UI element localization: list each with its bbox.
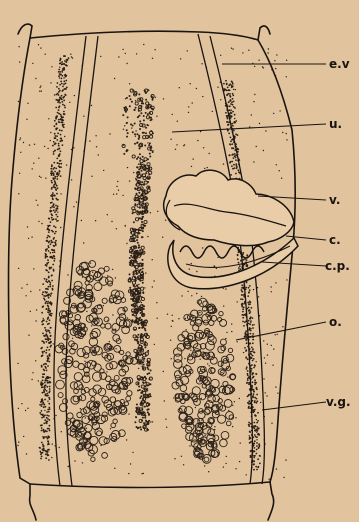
label-o: o. <box>329 315 342 329</box>
ovary-right-lobes <box>172 298 236 463</box>
label-cp: c.p. <box>325 259 350 273</box>
label-vg: v.g. <box>326 395 351 409</box>
vagina-structure <box>164 170 294 245</box>
label-u: u. <box>329 117 342 131</box>
label-v: v. <box>329 193 340 207</box>
label-c: c. <box>329 233 341 247</box>
label-ev: e.v <box>329 57 350 71</box>
